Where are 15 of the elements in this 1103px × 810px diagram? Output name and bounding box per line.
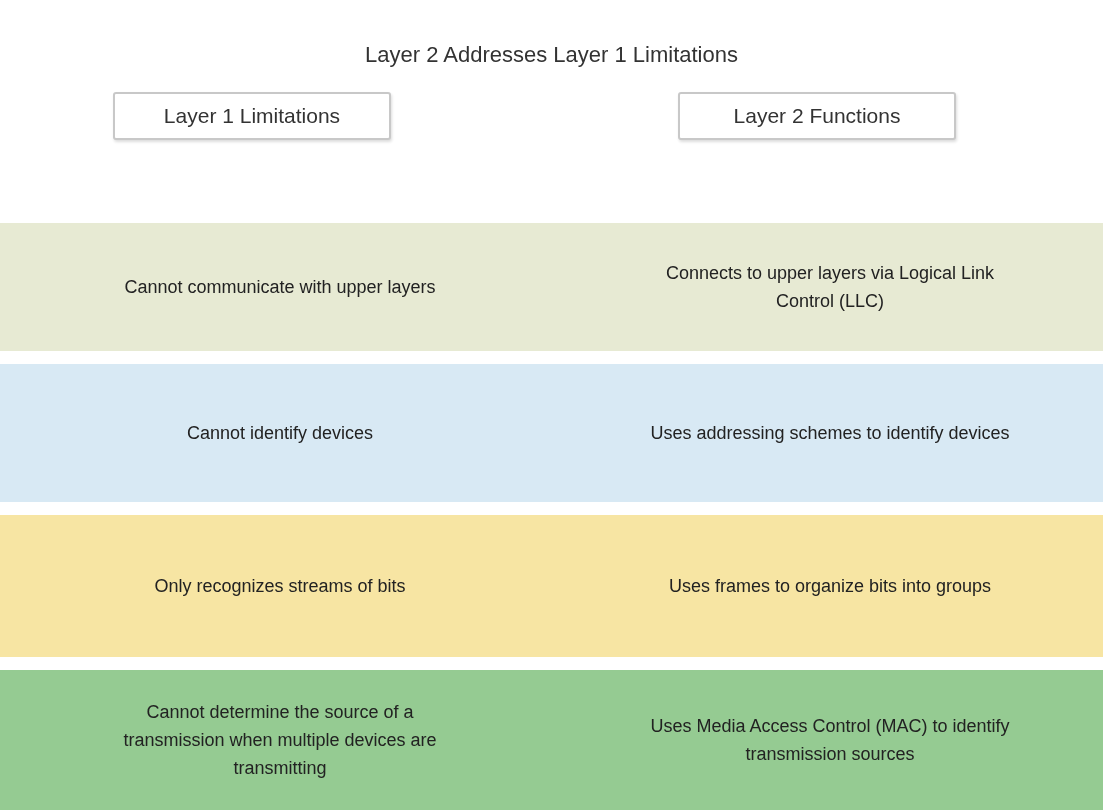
function-text: Connects to upper layers via Logical Link Control (LLC) xyxy=(664,262,996,313)
row-band xyxy=(0,670,1103,810)
row-band xyxy=(0,364,1103,502)
limitation-text: Only recognizes streams of bits xyxy=(154,575,406,598)
limitation-text: Cannot identify devices xyxy=(186,422,374,445)
diagram-title: Layer 2 Addresses Layer 1 Limitations xyxy=(364,42,739,68)
row-band xyxy=(0,515,1103,657)
limitation-text: Cannot communicate with upper layers xyxy=(124,276,436,299)
column-header: Layer 1 Limitations xyxy=(113,92,391,140)
function-text: Uses addressing schemes to identify devices xyxy=(650,422,1010,445)
function-text: Uses frames to organize bits into groups xyxy=(668,575,992,598)
limitation-text: Cannot determine the source of a transmission when multiple devices are transmitting xyxy=(122,701,438,780)
function-text: Uses Media Access Control (MAC) to identify transmission sources xyxy=(650,715,1010,766)
row-band xyxy=(0,223,1103,351)
column-header: Layer 2 Functions xyxy=(678,92,956,140)
